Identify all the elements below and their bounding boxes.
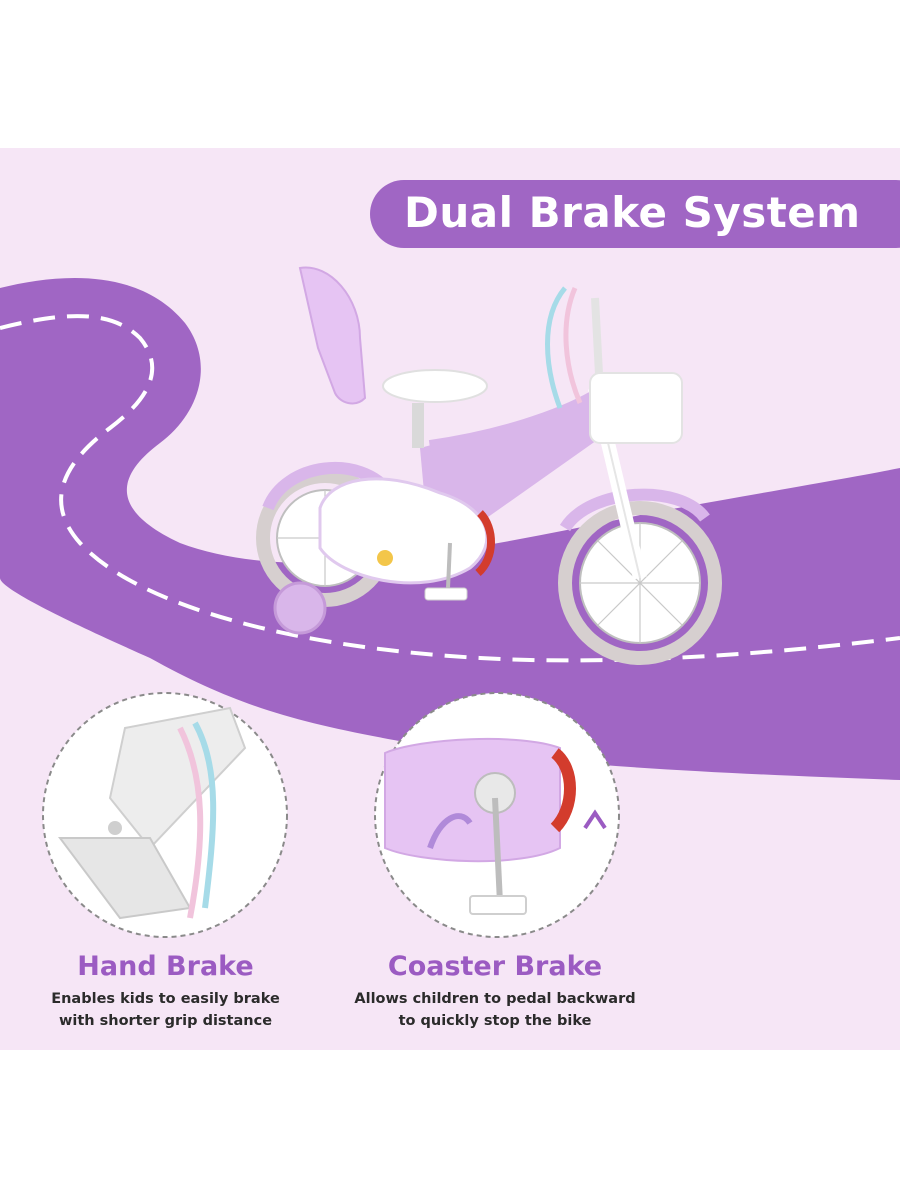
banner-title: Dual Brake System: [404, 188, 861, 237]
scene-illustration: [0, 266, 900, 938]
coaster-brake-line-2: to quickly stop the bike: [398, 1013, 592, 1029]
title-pill: [370, 180, 900, 248]
hand-brake-closeup: [42, 692, 288, 938]
coaster-brake-heading: Coaster Brake: [387, 951, 603, 982]
coaster-brake-description: Allows children to pedal backward to qui…: [325, 988, 665, 1032]
product-banner: Dual Brake System Hand Brake Enables kid…: [0, 148, 900, 1050]
coaster-brake-line-1: Allows children to pedal backward: [354, 991, 636, 1007]
coaster-brake-closeup: [374, 692, 620, 938]
kids-bicycle-illustration: [256, 266, 722, 665]
hand-brake-description: Enables kids to easily brake with shorte…: [18, 988, 313, 1032]
hand-brake-heading: Hand Brake: [77, 951, 254, 982]
hand-brake-line-1: Enables kids to easily brake: [51, 991, 280, 1007]
hand-brake-line-2: with shorter grip distance: [58, 1013, 273, 1029]
